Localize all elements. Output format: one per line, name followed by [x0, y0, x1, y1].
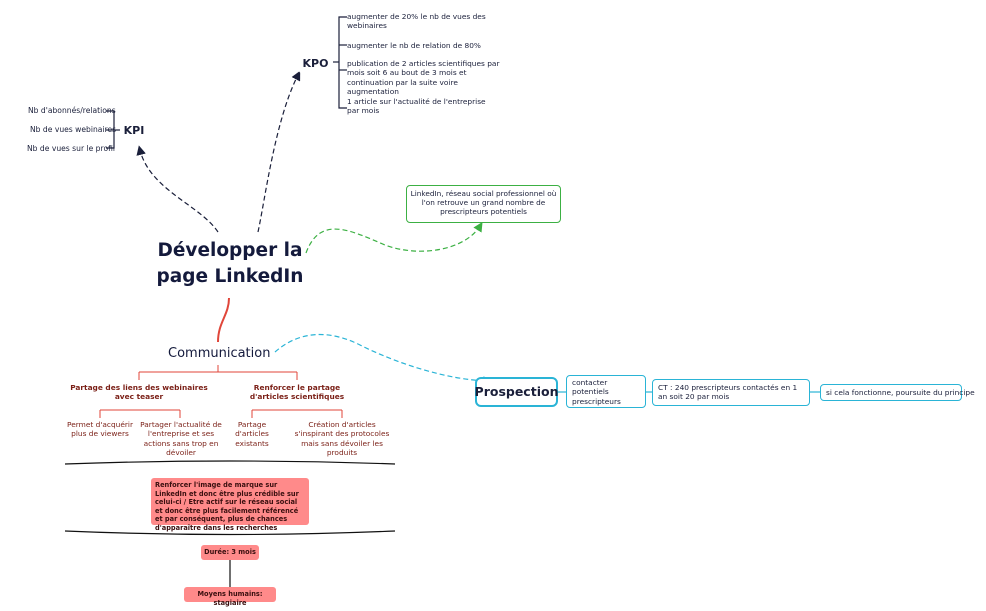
kpo-item-company-article: 1 article sur l'actualité de l'entrepris… — [347, 97, 486, 116]
central-topic-title[interactable]: Développer la page LinkedIn — [156, 240, 304, 287]
branch-scientific-articles[interactable]: Renforcer le partage d'articles scientif… — [249, 383, 345, 402]
separator-bottom — [64, 530, 396, 536]
kpi-item-profile-views: Nb de vues sur le profil — [27, 144, 115, 153]
sub-create-articles[interactable]: Création d'articles s'inspirant des prot… — [294, 420, 390, 458]
sub-share-existing-articles[interactable]: Partage d'articles existants — [235, 420, 269, 448]
prospection-step-continue[interactable]: si cela fonctionne, poursuite du princip… — [820, 384, 975, 401]
prospection-node[interactable]: Prospection — [475, 377, 558, 407]
brand-image-summary[interactable]: Renforcer l'image de marque sur LinkedIn… — [151, 478, 309, 532]
kpo-item-webinar-views: augmenter de 20% le nb de vues des webin… — [347, 12, 486, 31]
arrow-to-kpo — [257, 70, 301, 233]
resources-node[interactable]: Moyens humains: stagiaire — [184, 587, 276, 607]
kpi-item-webinar-views: Nb de vues webinaires — [30, 125, 117, 134]
arrow-to-linkedin-note — [305, 221, 483, 254]
prospection-step-contact[interactable]: contacter potentiels prescripteurs — [566, 375, 646, 408]
kpo-item-relations: augmenter le nb de relation de 80% — [347, 41, 481, 50]
kpo-item-articles: publication de 2 articles scientifiques … — [347, 59, 500, 96]
communication-node[interactable]: Communication — [168, 346, 271, 361]
prospection-step-target[interactable]: CT : 240 prescripteurs contactés en 1 an… — [652, 379, 810, 406]
kpi-bracket — [106, 110, 120, 149]
communication-tree — [99, 365, 343, 418]
title-to-communication-link — [217, 297, 230, 343]
kpo-bracket — [333, 16, 347, 109]
branch-webinar-links[interactable]: Partage des liens des webinaires avec te… — [70, 383, 208, 402]
arrow-to-kpi — [136, 145, 219, 233]
arrow-to-prospection — [274, 334, 493, 386]
linkedin-note[interactable]: LinkedIn, réseau social professionnel où… — [406, 185, 561, 223]
kpo-node[interactable]: KPO — [298, 52, 333, 74]
duration-node[interactable]: Durée: 3 mois — [201, 545, 259, 560]
sub-acquire-viewers[interactable]: Permet d'acquérir plus de viewers — [67, 420, 134, 439]
sub-share-company-news[interactable]: Partager l'actualité de l'entreprise et … — [140, 420, 222, 458]
separator-top — [64, 460, 396, 465]
kpi-node[interactable]: KPI — [120, 119, 148, 141]
kpi-item-subscribers: Nb d'abonnés/relations — [28, 106, 116, 115]
